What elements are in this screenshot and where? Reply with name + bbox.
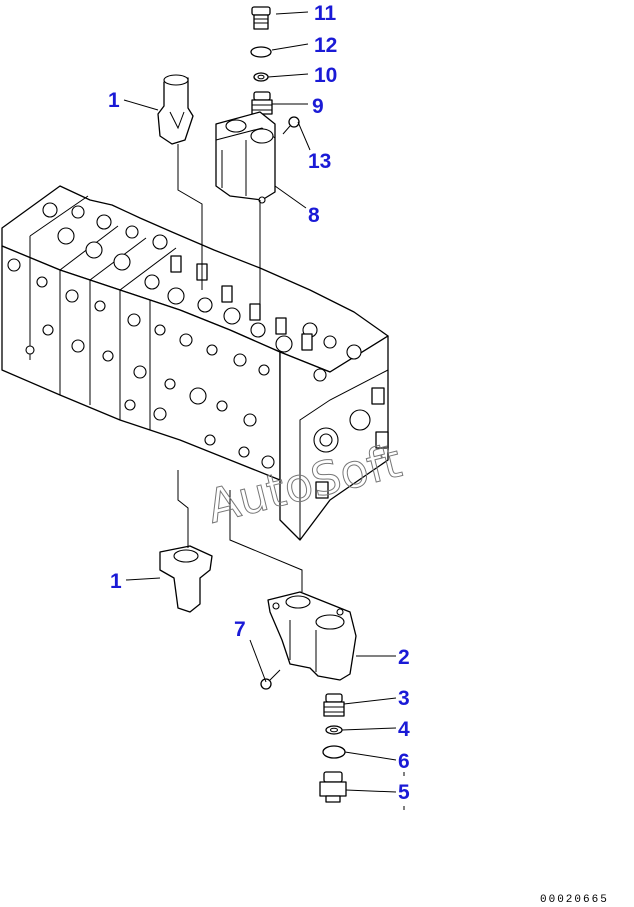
callout-2: 2 [398,646,410,669]
part-13-bolt [282,116,300,135]
part-10-ring [253,72,269,82]
callout-5: 5 [398,781,410,804]
callout-1-lower: 1 [110,570,122,593]
part-5-plug [319,771,347,803]
part-12-o-ring [250,46,272,58]
callout-6: 6 [398,750,410,773]
callout-9: 9 [312,95,324,118]
part-3-fitting [323,693,345,717]
part-11-plug [251,6,271,30]
part-7-bolt [260,669,281,690]
part-8-valve [215,111,276,204]
part-1-cap-lower [159,545,213,613]
callout-8: 8 [308,204,320,227]
callout-10: 10 [314,64,337,87]
callout-11: 11 [314,2,337,25]
part-6-o-ring [322,745,346,759]
part-1-cap-upper [157,74,194,145]
callout-13: 13 [308,150,331,173]
figure-number: 00020665 [540,894,609,906]
callout-4: 4 [398,718,410,741]
part-4-ring [325,725,343,735]
callout-1-upper: 1 [108,89,120,112]
part-2-valve [267,591,357,681]
callout-7: 7 [234,618,246,641]
callout-12: 12 [314,34,337,57]
callout-3: 3 [398,687,410,710]
control-valve-block [1,185,389,541]
part-9-fitting [251,91,273,115]
leader-lines [123,11,405,810]
